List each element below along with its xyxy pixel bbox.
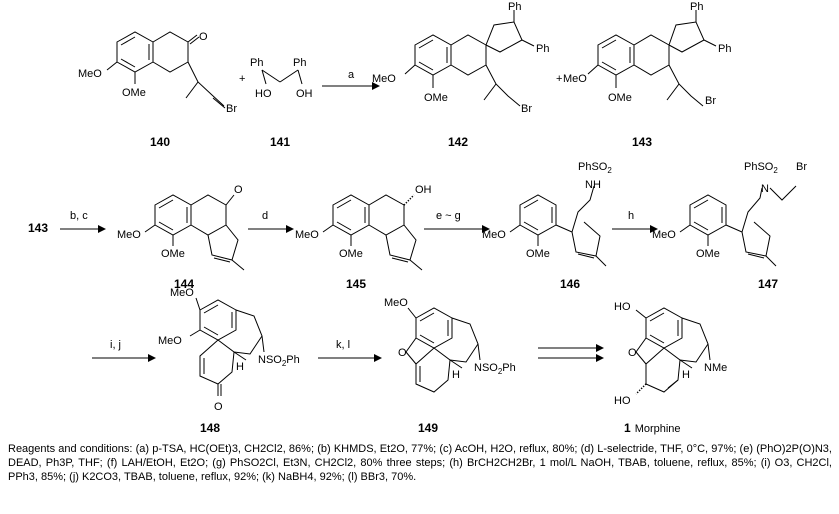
label-ome: OMe [161, 248, 185, 260]
reagent-label-eg: e ~ g [436, 210, 461, 222]
label-meo: MeO [117, 229, 141, 241]
label-meo: MeO [158, 335, 182, 347]
label-br: Br [796, 161, 807, 173]
reagent-label-d: d [262, 210, 268, 222]
compound-number-149: 149 [418, 421, 438, 435]
label-nh: NH [585, 179, 601, 191]
label-phso2: PhSO2 [578, 161, 612, 175]
label-br: Br [705, 95, 716, 107]
compound-number-141: 141 [270, 135, 290, 149]
label-ome: OMe [608, 92, 632, 104]
reagent-label-kl: k, l [336, 339, 350, 351]
label-n: N [761, 183, 769, 195]
label-ome: OMe [424, 92, 448, 104]
label-h: H [682, 369, 690, 381]
label-o: O [214, 401, 223, 413]
reagents-caption: Reagents and conditions: (a) p-TSA, HC(O… [8, 443, 832, 483]
structure-141: Ph Ph HO OH [250, 57, 313, 100]
reaction-scheme: O MeO OMe Br 140 + Ph Ph HO OH 141 a Ph … [28, 1, 807, 435]
structure-148: MeO MeO O H NSO2Ph [158, 287, 300, 413]
label-ph: Ph [536, 43, 549, 55]
structure-147: PhSO2 Br N MeO OMe [652, 161, 807, 267]
compound-number-148: 148 [200, 421, 220, 435]
compound-number-143: 143 [632, 135, 652, 149]
compound-number-144: 144 [174, 277, 194, 291]
label-o: O [199, 31, 208, 43]
label-oh: OH [296, 88, 313, 100]
label-phso2: PhSO2 [744, 161, 778, 175]
label-br: Br [226, 103, 237, 115]
structure-142: Ph Ph MeO OMe Br [372, 1, 549, 115]
label-meo: MeO [170, 287, 194, 299]
structure-143: Ph Ph MeO OMe Br [563, 1, 731, 107]
label-meo: MeO [482, 229, 506, 241]
label-ome: OMe [339, 248, 363, 260]
label-meo: MeO [78, 68, 102, 80]
label-ph: Ph [690, 1, 703, 13]
label-o: O [234, 184, 243, 196]
label-o: O [398, 347, 407, 359]
label-meo: MeO [563, 73, 587, 85]
plus-sign: + [556, 73, 562, 85]
start-compound-143: 143 [28, 221, 48, 235]
structure-morphine: HO O HO H NMe [614, 301, 727, 407]
label-oh: OH [415, 184, 432, 196]
label-ph: Ph [718, 43, 731, 55]
structure-140: O MeO OMe Br [78, 31, 237, 115]
label-h: H [452, 369, 460, 381]
label-ph: Ph [508, 1, 521, 13]
label-ho: HO [614, 301, 631, 313]
structure-144: O MeO OMe [117, 184, 245, 271]
label-nme: NMe [704, 362, 727, 374]
label-ome: OMe [696, 248, 720, 260]
label-ome: OMe [526, 248, 550, 260]
label-meo: MeO [372, 73, 396, 85]
label-ph: Ph [250, 57, 263, 69]
plus-sign: + [239, 73, 245, 85]
compound-number-145: 145 [346, 277, 366, 291]
compound-number-146: 146 [560, 277, 580, 291]
reagent-label-bc: b, c [70, 210, 88, 222]
structure-145: OH MeO OMe [295, 184, 432, 271]
label-ho: HO [255, 88, 272, 100]
label-ome: OMe [122, 87, 146, 99]
label-nso2ph: NSO2Ph [258, 354, 300, 368]
label-meo: MeO [384, 297, 408, 309]
label-meo: MeO [295, 229, 319, 241]
structure-146: PhSO2 NH MeO OMe [482, 161, 612, 267]
label-h: H [236, 361, 244, 373]
label-nso2ph: NSO2Ph [474, 362, 516, 376]
label-meo: MeO [652, 229, 676, 241]
label-ho: HO [614, 395, 631, 407]
reagent-label-h: h [628, 210, 634, 222]
reagent-label-ij: i, j [110, 339, 121, 351]
compound-number-140: 140 [150, 135, 170, 149]
reagent-label-a: a [348, 69, 355, 81]
label-ph: Ph [293, 57, 306, 69]
structure-149: MeO O H NSO2Ph [384, 297, 516, 393]
compound-number-142: 142 [448, 135, 468, 149]
label-br: Br [521, 103, 532, 115]
compound-number-147: 147 [758, 277, 778, 291]
label-o: O [628, 347, 637, 359]
